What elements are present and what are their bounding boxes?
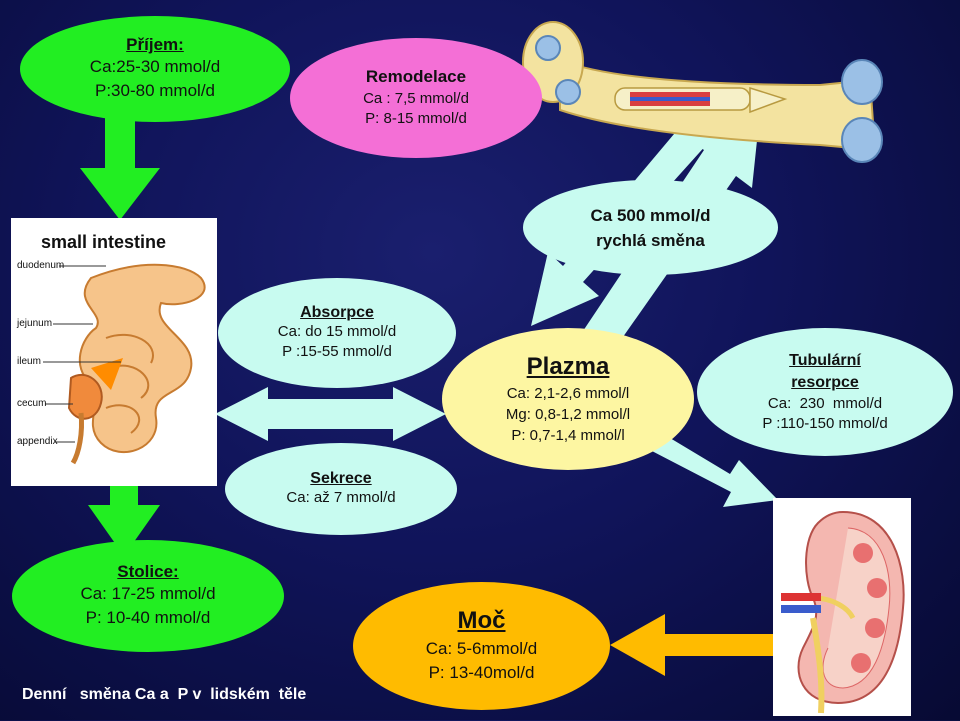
intestine-label-cecum: cecum [17, 398, 47, 409]
intestine-label-ileum: ileum [17, 356, 41, 367]
intake-line-p: P:30-80 mmol/d [95, 81, 215, 100]
plasma-node: Plazma Ca: 2,1-2,6 mmol/l Mg: 0,8-1,2 mm… [442, 328, 694, 470]
remodeling-line-ca: Ca : 7,5 mmol/d [363, 90, 469, 107]
urine-node: Moč Ca: 5-6mmol/d P: 13-40mol/d [353, 582, 610, 710]
secretion-title: Sekrece [310, 470, 372, 487]
remodeling-title: Remodelace [365, 67, 467, 86]
remodeling-line-p: P: 8-15 mmol/d [365, 110, 467, 127]
fast-exchange-node: Ca 500 mmol/d rychlá směna [523, 180, 778, 275]
urine-line-p: P: 13-40mol/d [428, 663, 535, 682]
absorption-line-ca: Ca: do 15 mmol/d [277, 323, 397, 340]
fast-exchange-line-1: Ca 500 mmol/d [590, 205, 711, 225]
plasma-line-ca: Ca: 2,1-2,6 mmol/l [506, 384, 630, 402]
diagram-caption: Denní směna Ca a P v lidském těle [22, 686, 307, 703]
arrow-plasma-to-kidney [650, 432, 778, 507]
stool-line-ca: Ca: 17-25 mmol/d [80, 584, 216, 603]
kidney-image [773, 498, 911, 716]
plasma-line-mg: Mg: 0,8-1,2 mmol/l [505, 405, 631, 423]
secretion-node: Sekrece Ca: až 7 mmol/d [225, 443, 457, 535]
plasma-title: Plazma [526, 352, 610, 380]
arrow-intestine-plasma-exchange [215, 387, 446, 441]
remodeling-node: Remodelace Ca : 7,5 mmol/d P: 8-15 mmol/… [290, 38, 542, 158]
intake-node: Příjem: Ca:25-30 mmol/d P:30-80 mmol/d [20, 16, 290, 122]
intake-line-ca: Ca:25-30 mmol/d [89, 57, 221, 76]
absorption-line-p: P :15-55 mmol/d [282, 343, 392, 360]
intestine-label-jejunum: jejunum [17, 318, 53, 329]
intestine-label-duodenum: duodenum [17, 260, 65, 271]
tubular-resorption-node: Tubulární resorpce Ca: 230 mmol/d P :110… [697, 328, 953, 456]
tubular-title-1: Tubulární [789, 352, 861, 369]
intake-title: Příjem: [126, 35, 184, 54]
absorption-title: Absorpce [300, 304, 374, 321]
intestine-label-appendix: appendix [17, 436, 58, 447]
absorption-node: Absorpce Ca: do 15 mmol/d P :15-55 mmol/… [218, 278, 456, 388]
intestine-illustration [43, 263, 206, 465]
urine-line-ca: Ca: 5-6mmol/d [425, 639, 538, 658]
tubular-title-2: resorpce [791, 374, 859, 391]
arrow-intake-to-intestine [80, 102, 160, 220]
small-intestine-image: small intestine duodenum jejunum ileum c… [11, 218, 217, 486]
arrow-kidney-to-urine [610, 614, 775, 676]
urine-title: Moč [457, 607, 506, 634]
stool-node: Stolice: Ca: 17-25 mmol/d P: 10-40 mmol/… [12, 540, 284, 652]
tubular-line-ca: Ca: 230 mmol/d [767, 395, 883, 412]
stool-title: Stolice: [117, 562, 179, 581]
intestine-image-title: small intestine [41, 232, 167, 252]
bone-illustration [522, 21, 883, 163]
stool-line-p: P: 10-40 mmol/d [85, 608, 211, 627]
plasma-line-p: P: 0,7-1,4 mmol/l [511, 426, 625, 444]
fast-exchange-line-2: rychlá směna [596, 230, 705, 250]
secretion-line-ca: Ca: až 7 mmol/d [286, 489, 396, 506]
kidney-illustration [781, 510, 905, 714]
tubular-line-p: P :110-150 mmol/d [762, 415, 888, 432]
arrow-intestine-to-stool [88, 486, 160, 556]
